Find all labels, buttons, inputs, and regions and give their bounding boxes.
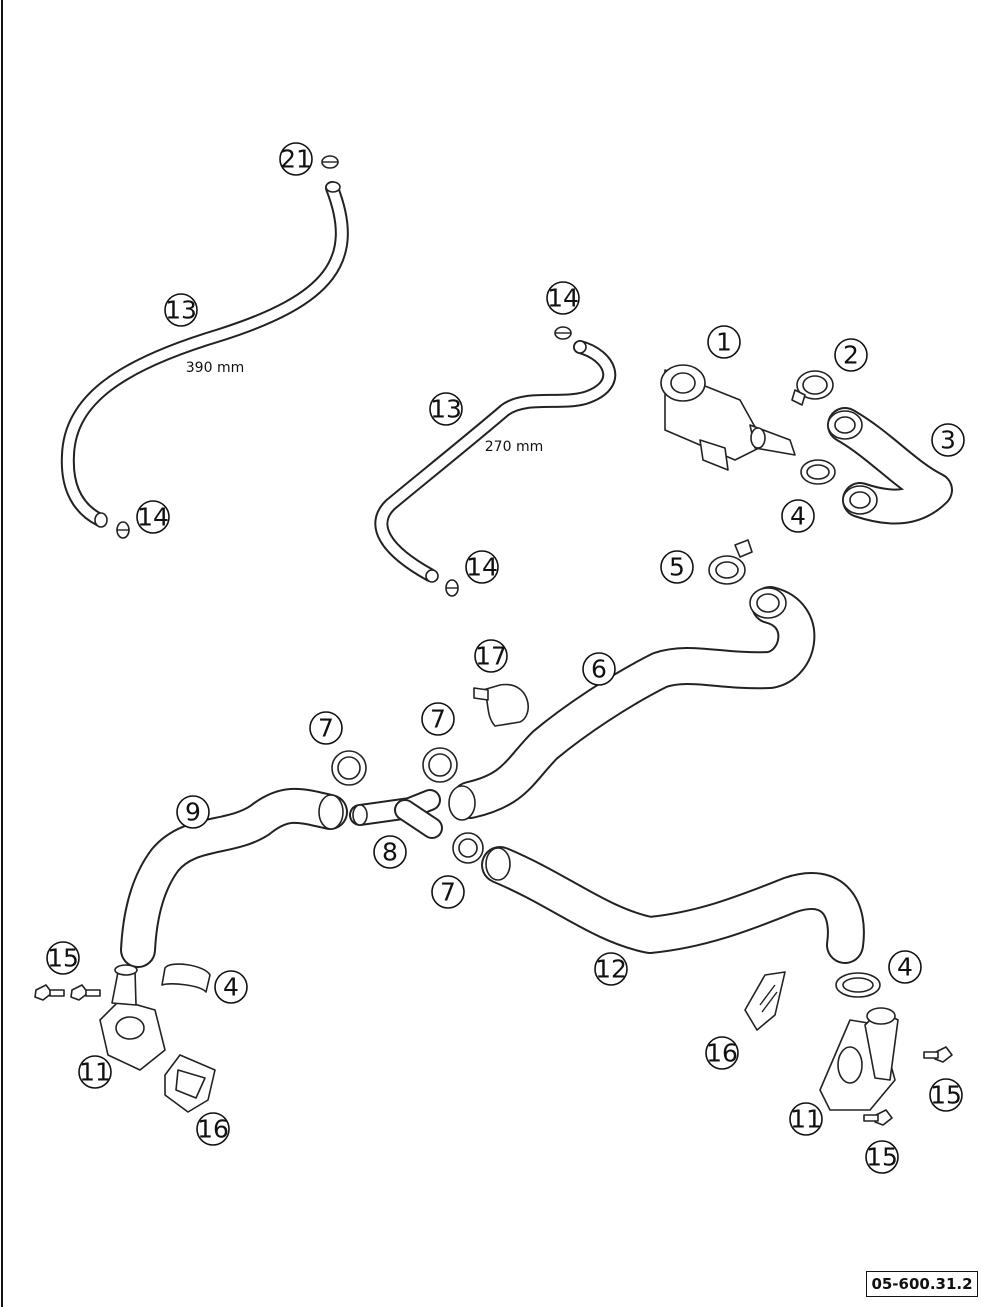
clamp-4-a: [800, 459, 836, 485]
callout-21: 21: [279, 142, 313, 176]
svg-text:15: 15: [47, 944, 79, 973]
hose-13-short: [374, 340, 617, 583]
dimension-270mm: 270 mm: [485, 439, 543, 455]
svg-text:3: 3: [940, 426, 956, 455]
callout-11-b: 11: [789, 1102, 823, 1136]
callout-16-b: 16: [705, 1036, 739, 1070]
svg-text:5: 5: [669, 553, 685, 582]
clamp-7-b: [422, 747, 458, 783]
cover-11-b: [819, 1007, 899, 1111]
svg-text:16: 16: [706, 1039, 738, 1068]
svg-text:4: 4: [790, 502, 806, 531]
clamp-5: [708, 539, 753, 585]
svg-text:4: 4: [897, 953, 913, 982]
svg-text:21: 21: [280, 145, 312, 174]
callout-6: 6: [582, 652, 616, 686]
svg-text:14: 14: [137, 503, 169, 532]
svg-text:14: 14: [547, 284, 579, 313]
callout-8: 8: [373, 835, 407, 869]
clamp-2: [791, 370, 834, 406]
reference-code: 05-600.31.2: [866, 1271, 978, 1297]
svg-text:17: 17: [475, 642, 507, 671]
svg-text:16: 16: [197, 1115, 229, 1144]
callout-14-a: 14: [136, 500, 170, 534]
gasket-16-a: [164, 1054, 216, 1113]
callout-14-c: 14: [465, 550, 499, 584]
svg-text:6: 6: [591, 655, 607, 684]
svg-text:13: 13: [430, 395, 462, 424]
callout-17: 17: [474, 639, 508, 673]
cover-11-a: [99, 964, 166, 1071]
svg-text:15: 15: [930, 1081, 962, 1110]
svg-text:11: 11: [790, 1105, 822, 1134]
bolt-15-b: [70, 984, 101, 1001]
callout-5: 5: [660, 550, 694, 584]
callout-4-c: 4: [888, 950, 922, 984]
svg-text:7: 7: [440, 878, 456, 907]
gasket-16-b: [744, 971, 786, 1031]
callout-7-b: 7: [421, 702, 455, 736]
callout-7-a: 7: [309, 711, 343, 745]
callout-3: 3: [931, 423, 965, 457]
callout-9: 9: [176, 795, 210, 829]
callout-13-long: 13: [164, 293, 198, 327]
svg-text:14: 14: [466, 553, 498, 582]
clamp-21: [321, 155, 339, 169]
hose-3: [827, 407, 953, 525]
svg-text:7: 7: [430, 705, 446, 734]
clamp-4-b: [161, 963, 211, 993]
callout-11-a: 11: [78, 1055, 112, 1089]
callout-15-b: 15: [929, 1078, 963, 1112]
callout-1: 1: [707, 325, 741, 359]
bolt-15-a: [34, 984, 65, 1001]
hose-12: [481, 846, 865, 964]
svg-text:4: 4: [223, 973, 239, 1002]
callout-16-a: 16: [196, 1112, 230, 1146]
svg-text:1: 1: [716, 328, 732, 357]
svg-text:8: 8: [382, 838, 398, 867]
callout-4-a: 4: [781, 499, 815, 533]
bolt-15-d: [863, 1109, 893, 1126]
dimension-390mm: 390 mm: [186, 360, 244, 376]
callout-15-c: 15: [865, 1140, 899, 1174]
svg-text:7: 7: [318, 714, 334, 743]
clamp-4-c: [835, 972, 881, 998]
svg-text:9: 9: [185, 798, 201, 827]
svg-text:12: 12: [595, 955, 627, 984]
hose-6: [448, 586, 816, 821]
connector-8: [349, 789, 443, 839]
clamp-7-a: [331, 750, 367, 786]
callout-12: 12: [594, 952, 628, 986]
svg-text:2: 2: [843, 341, 859, 370]
callout-15-a: 15: [46, 941, 80, 975]
valve-1: [660, 364, 796, 471]
bracket-17: [473, 683, 529, 727]
callout-4-b: 4: [214, 970, 248, 1004]
clamp-14-b: [554, 326, 572, 340]
callout-13-short: 13: [429, 392, 463, 426]
clamp-14-a: [116, 521, 130, 539]
callout-7-c: 7: [431, 875, 465, 909]
svg-text:13: 13: [165, 296, 197, 325]
hose-13-long: [60, 181, 349, 528]
callout-14-b: 14: [546, 281, 580, 315]
callout-2: 2: [834, 338, 868, 372]
svg-text:15: 15: [866, 1143, 898, 1172]
svg-text:11: 11: [79, 1058, 111, 1087]
bolt-15-c: [923, 1046, 953, 1063]
hose-9: [120, 787, 348, 968]
clamp-14-c: [445, 579, 459, 597]
clamp-7-c: [452, 832, 484, 864]
